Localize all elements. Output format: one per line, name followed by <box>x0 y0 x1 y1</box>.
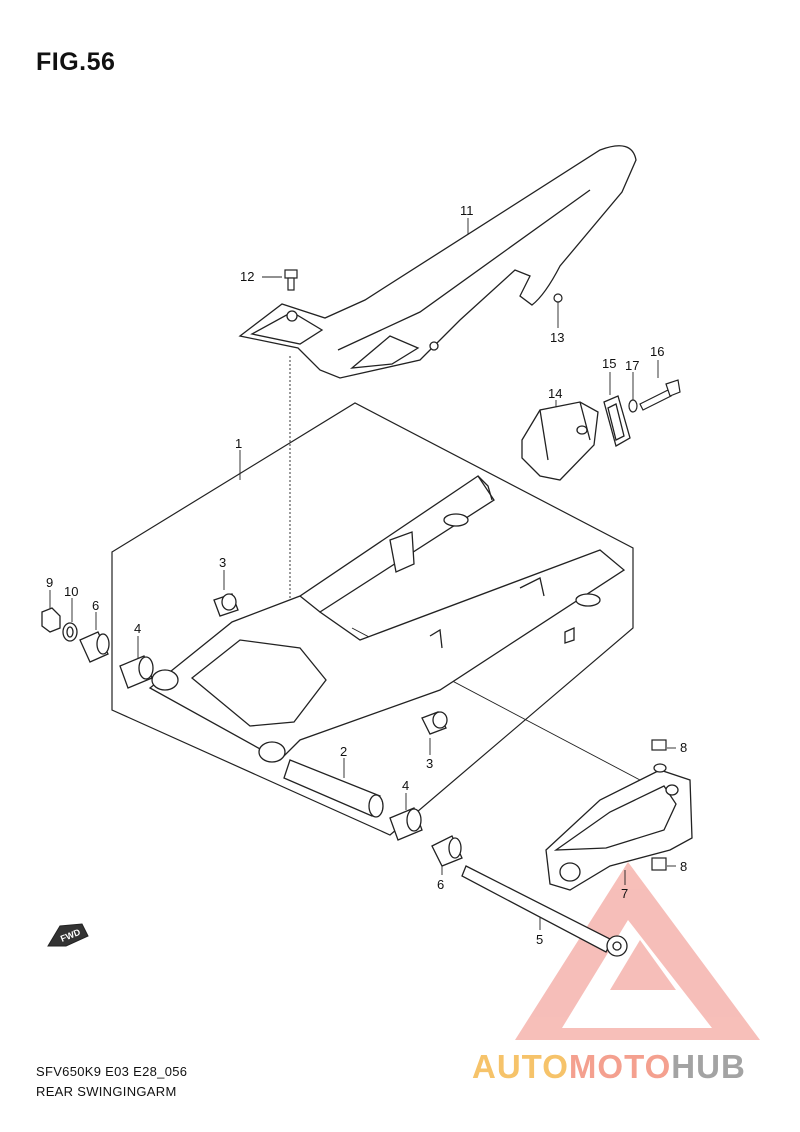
pivot-bracket-7-part <box>545 769 693 891</box>
callout-3: 3 <box>426 756 433 771</box>
callout-3: 3 <box>219 555 226 570</box>
callout-7: 7 <box>621 886 628 901</box>
washer-17-part <box>628 399 638 413</box>
callout-6: 6 <box>437 877 444 892</box>
screw-13-part <box>553 293 563 303</box>
bushing-3-upper-part <box>213 593 239 617</box>
watermark-triangle-logo <box>515 862 760 1040</box>
spacer-tube-2-part <box>283 759 384 818</box>
callout-8: 8 <box>680 740 687 755</box>
swingarm-part <box>148 475 626 763</box>
callout-10: 10 <box>64 584 78 599</box>
chain-guide-part <box>521 401 599 481</box>
bolt-12-part <box>284 269 298 291</box>
bearing-4-left-part <box>119 655 154 689</box>
assembly-boundary-box <box>111 402 634 836</box>
callout-4: 4 <box>402 778 409 793</box>
bolt-8-lower-part <box>651 857 667 871</box>
nut-9-part <box>41 607 61 633</box>
washer-10-part <box>62 622 78 642</box>
spacer-6-lower-part <box>431 835 463 867</box>
callout-1: 1 <box>235 436 242 451</box>
bolt-16-part <box>639 379 681 411</box>
bushing-3-lower-part <box>421 711 448 735</box>
diagram-group-name: REAR SWINGINGARM <box>36 1084 177 1099</box>
buffer-15-part <box>603 395 631 447</box>
watermark-part-auto: AUTO <box>472 1048 569 1085</box>
diagram-model-code: SFV650K9 E03 E28_056 <box>36 1064 188 1079</box>
chain-cover-part <box>238 145 637 379</box>
callout-13: 13 <box>550 330 564 345</box>
spacer-6-left-part <box>79 631 110 663</box>
pivot-shaft-5-part <box>461 865 628 957</box>
bearing-4-right-part <box>389 807 423 841</box>
callout-8: 8 <box>680 859 687 874</box>
callout-6: 6 <box>92 598 99 613</box>
callout-2: 2 <box>340 744 347 759</box>
callout-11: 11 <box>460 203 474 218</box>
callout-14: 14 <box>548 386 562 401</box>
fwd-arrow-icon: FWD <box>47 923 89 947</box>
callout-16: 16 <box>650 344 664 359</box>
callout-17: 17 <box>625 358 639 373</box>
callout-15: 15 <box>602 356 616 371</box>
watermark-part-hub: HUB <box>671 1048 746 1085</box>
watermark-part-moto: MOTO <box>568 1048 672 1085</box>
figure-title: FIG.56 <box>36 48 116 76</box>
watermark-logo-text: AUTOMOTOHUB <box>472 1048 746 1086</box>
callout-9: 9 <box>46 575 53 590</box>
callout-5: 5 <box>536 932 543 947</box>
callout-4: 4 <box>134 621 141 636</box>
bolt-8-upper-part <box>651 739 667 773</box>
callout-12: 12 <box>240 269 254 284</box>
callout-labels: 1 2 3 3 4 4 5 6 6 7 8 8 9 10 11 12 13 14… <box>46 203 687 947</box>
